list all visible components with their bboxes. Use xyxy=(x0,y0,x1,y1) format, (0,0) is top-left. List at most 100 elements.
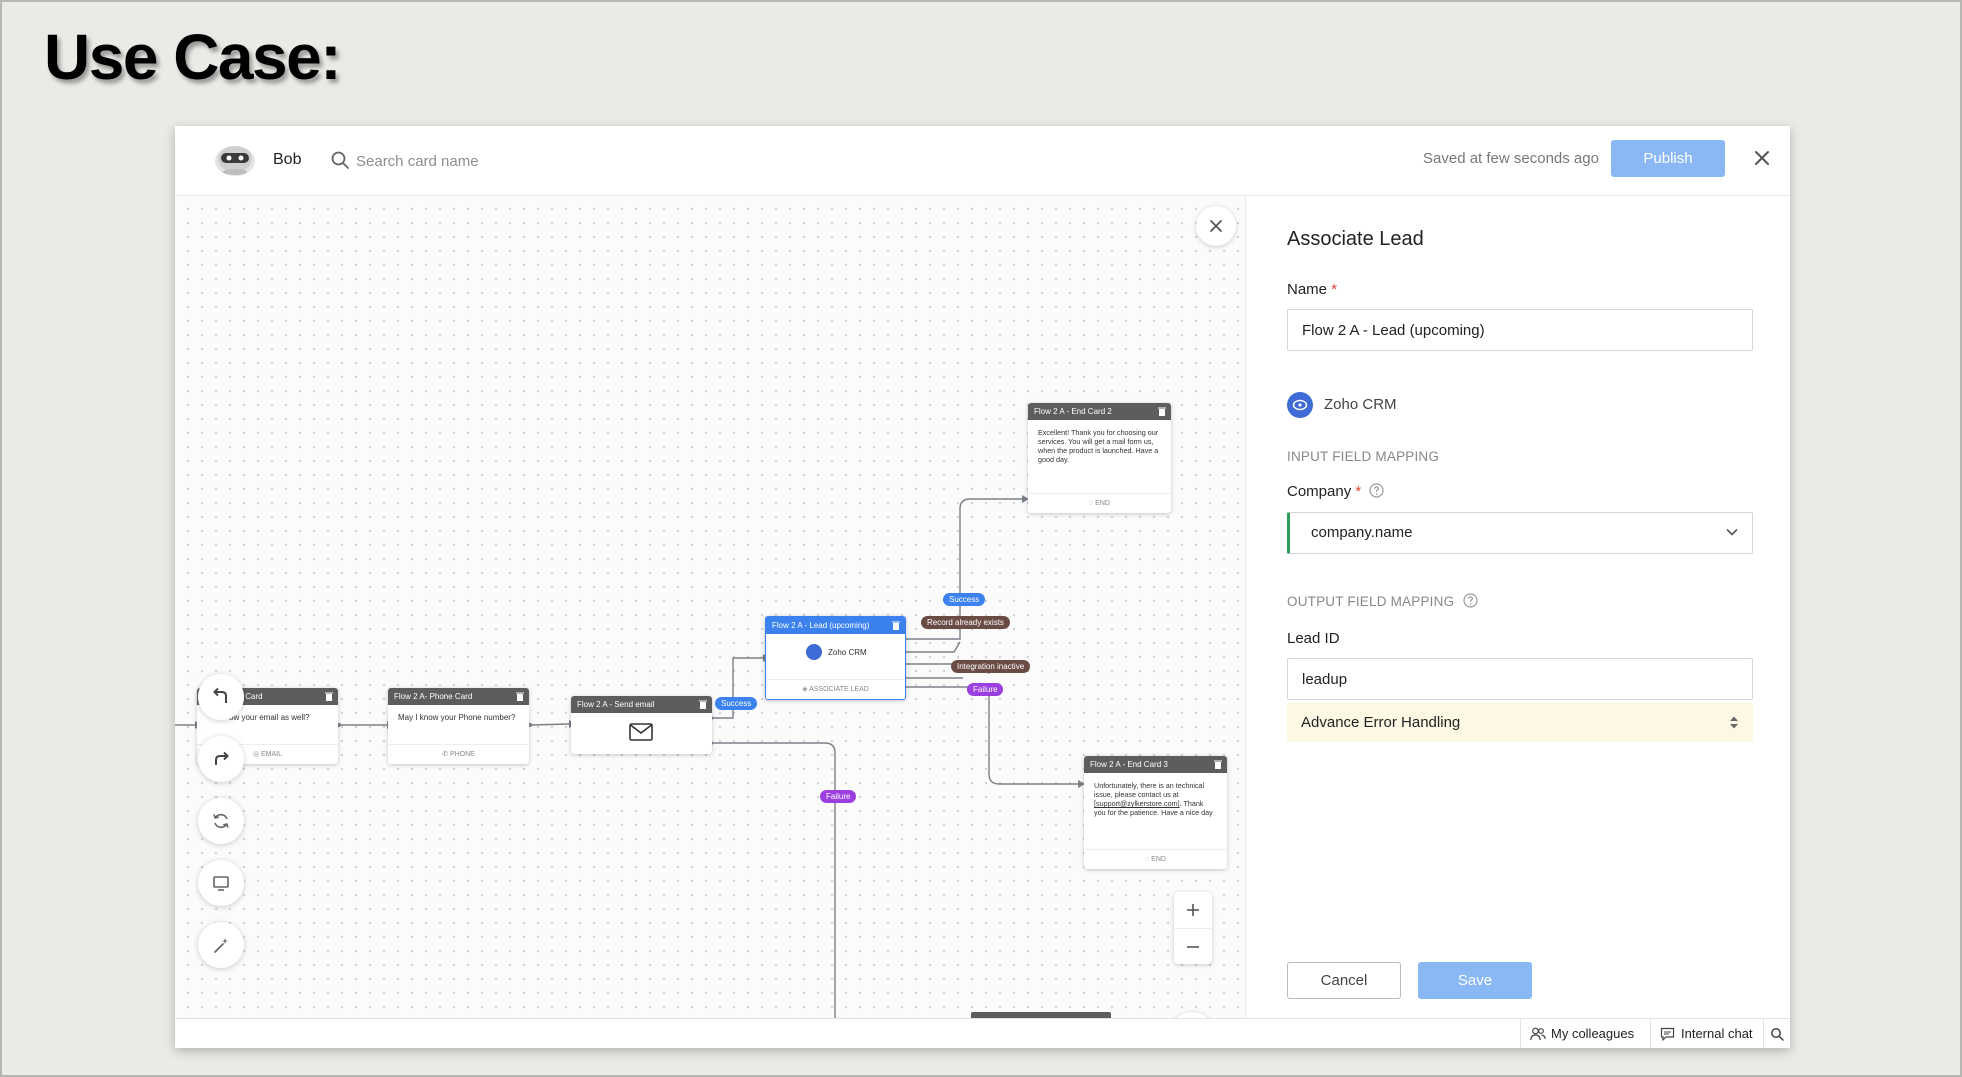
trash-icon[interactable] xyxy=(699,700,707,709)
input-mapping-heading: INPUT FIELD MAPPING xyxy=(1287,449,1440,464)
support-email-link[interactable]: [support@zylkerstore.com] xyxy=(1094,799,1180,808)
zoho-crm-icon xyxy=(1287,392,1313,418)
save-button[interactable]: Save xyxy=(1418,962,1532,999)
chevron-down-icon xyxy=(1726,528,1738,536)
help-icon[interactable] xyxy=(1463,593,1478,608)
end-card-2[interactable]: Flow 2 A - End Card 2 Excellent! Thank y… xyxy=(1028,403,1171,513)
advance-error-handling-toggle[interactable]: Advance Error Handling xyxy=(1287,703,1753,742)
connector-lead-end2 xyxy=(904,498,1022,640)
send-email-card[interactable]: Flow 2 A - Send email xyxy=(571,696,712,754)
connector-send-lead xyxy=(711,657,763,719)
success-badge[interactable]: Success xyxy=(943,593,986,606)
close-panel-button[interactable] xyxy=(1196,206,1236,246)
company-select[interactable]: company.name xyxy=(1287,512,1753,554)
preview-screen-button[interactable] xyxy=(198,860,244,906)
trash-icon[interactable] xyxy=(1214,760,1222,769)
phone-card[interactable]: Flow 2 A- Phone Card May I know your Pho… xyxy=(388,688,529,764)
connector-lead-end3 xyxy=(904,686,1078,785)
top-bar: Bob Saved at few seconds ago Publish xyxy=(175,126,1790,196)
integration-inactive-badge[interactable]: Integration inactive xyxy=(951,660,1031,673)
company-label-text: Company xyxy=(1287,483,1352,500)
card-title: ail Card xyxy=(235,692,263,701)
zoho-crm-icon xyxy=(806,644,822,660)
zoom-in-button[interactable] xyxy=(1174,892,1212,928)
card-body-text-end: . Thank you for the patience. Have a nic… xyxy=(1094,799,1213,817)
card-footer: END xyxy=(1095,500,1110,507)
people-icon xyxy=(1530,1027,1546,1041)
phone-footer-icon: ✆ xyxy=(442,751,450,758)
monitor-icon xyxy=(213,876,229,891)
refresh-button[interactable] xyxy=(198,798,244,844)
card-body: May I know your Phone number? xyxy=(398,713,516,722)
card-title: Flow 2 A - End Card 2 xyxy=(1034,407,1112,416)
chat-icon xyxy=(1660,1027,1675,1041)
search-icon xyxy=(1771,1028,1784,1041)
connector-record-exists xyxy=(904,641,961,653)
end-footer-icon: ◌ xyxy=(1145,856,1152,863)
card-footer: END xyxy=(1151,856,1166,863)
lead-card[interactable]: Flow 2 A - Lead (upcoming) Zoho CRM ◈ AS… xyxy=(765,616,906,700)
error-handling-label: Advance Error Handling xyxy=(1301,714,1461,731)
trash-icon[interactable] xyxy=(1158,407,1166,416)
trash-icon[interactable] xyxy=(516,692,524,701)
failure-badge[interactable]: Failure xyxy=(967,683,1004,696)
flow-canvas[interactable]: ail Card ow your email as well? ◎ EMAIL … xyxy=(175,196,1245,1018)
partial-card-bottom xyxy=(971,1012,1111,1018)
help-icon[interactable] xyxy=(1369,483,1384,498)
zoom-controls xyxy=(1174,892,1212,964)
card-body: Unfortunately, there is an technical iss… xyxy=(1084,773,1227,825)
name-label-text: Name xyxy=(1287,281,1328,298)
required-mark: * xyxy=(1331,281,1338,298)
slide-title: Use Case: xyxy=(44,21,342,93)
search-icon xyxy=(331,151,349,169)
trash-icon[interactable] xyxy=(892,621,900,630)
saved-status: Saved at few seconds ago xyxy=(1423,150,1599,167)
name-input[interactable] xyxy=(1287,309,1753,351)
minus-icon xyxy=(1187,945,1199,948)
publish-button[interactable]: Publish xyxy=(1611,140,1725,177)
email-footer-icon: ◎ xyxy=(252,751,262,758)
flow-connectors xyxy=(175,495,1111,1018)
end-card-3[interactable]: Flow 2 A - End Card 3 Unfortunately, the… xyxy=(1084,756,1227,869)
failure-badge[interactable]: Failure xyxy=(820,790,857,803)
trash-icon[interactable] xyxy=(325,692,333,701)
lead-id-label: Lead ID xyxy=(1287,630,1340,647)
cancel-button[interactable]: Cancel xyxy=(1287,962,1401,999)
redo-button[interactable] xyxy=(198,736,244,782)
preview-button[interactable] xyxy=(1169,1012,1215,1018)
lead-footer-icon: ◈ xyxy=(802,686,810,693)
card-footer: ASSOCIATE LEAD xyxy=(809,686,869,693)
undo-button[interactable] xyxy=(198,674,244,720)
company-label: Company * xyxy=(1287,483,1361,500)
internal-chat-button[interactable]: Internal chat xyxy=(1650,1019,1763,1048)
card-title: Flow 2 A - Lead (upcoming) xyxy=(772,621,870,630)
bot-avatar-icon[interactable] xyxy=(213,141,257,177)
my-colleagues-label: My colleagues xyxy=(1551,1026,1635,1041)
zoom-out-button[interactable] xyxy=(1174,928,1212,964)
refresh-icon xyxy=(213,813,229,829)
card-footer: PHONE xyxy=(449,751,475,758)
lead-id-input[interactable] xyxy=(1287,658,1753,700)
success-badge[interactable]: Success xyxy=(715,697,758,710)
internal-chat-label: Internal chat xyxy=(1681,1026,1753,1041)
connector-send-failure xyxy=(711,742,836,1018)
record-exists-badge[interactable]: Record already exists xyxy=(921,616,1010,629)
panel-title: Associate Lead xyxy=(1287,228,1424,250)
card-title: Flow 2 A - End Card 3 xyxy=(1090,760,1168,769)
integration-name: Zoho CRM xyxy=(1324,396,1397,413)
card-body-text: Unfortunately, there is an technical iss… xyxy=(1094,781,1205,799)
connector-phone-send xyxy=(529,723,570,726)
output-mapping-heading: OUTPUT FIELD MAPPING xyxy=(1287,594,1455,609)
auto-arrange-button[interactable] xyxy=(198,922,244,968)
name-label: Name * xyxy=(1287,281,1337,298)
status-search-button[interactable] xyxy=(1763,1019,1790,1048)
search-card-input[interactable] xyxy=(356,148,656,174)
plus-icon xyxy=(1187,904,1199,916)
my-colleagues-button[interactable]: My colleagues xyxy=(1520,1019,1650,1048)
end-footer-icon: ◌ xyxy=(1089,500,1096,507)
card-footer: EMAIL xyxy=(261,751,283,758)
undo-icon xyxy=(213,687,227,703)
expand-collapse-icon xyxy=(1730,716,1738,729)
app-window: Bob Saved at few seconds ago Publish xyxy=(175,126,1790,1048)
close-icon[interactable] xyxy=(1752,148,1772,168)
